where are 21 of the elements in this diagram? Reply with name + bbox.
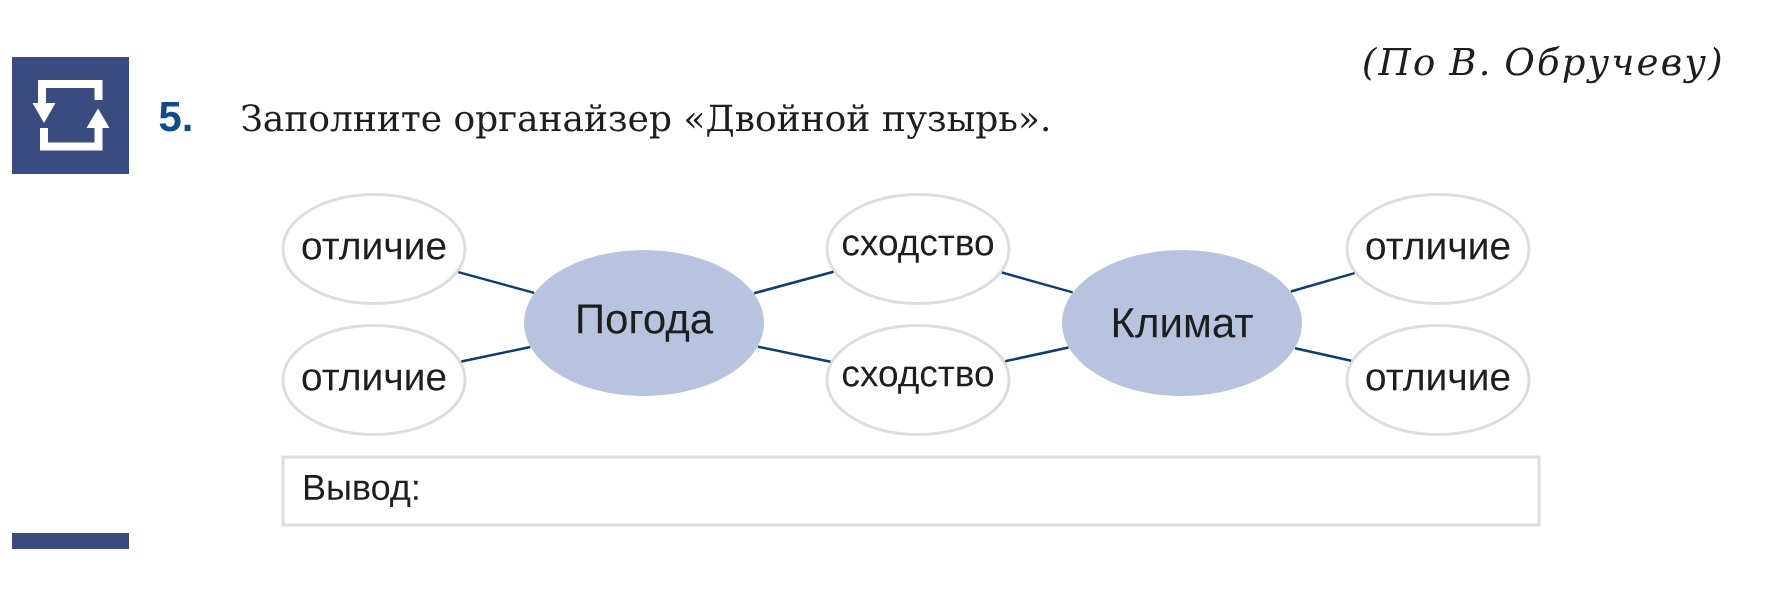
connector-line <box>1294 346 1352 362</box>
connector-line <box>757 345 831 364</box>
instruction-text: Заполните органайзер «Двойной пузырь». <box>242 104 1048 139</box>
central-bubble: Климат <box>1062 250 1302 396</box>
bubble: сходство <box>825 324 1011 436</box>
connector-line <box>1001 271 1073 294</box>
bubble: отличие <box>1345 193 1531 305</box>
bubble: сходство <box>825 193 1011 305</box>
connector-line <box>1290 271 1355 293</box>
bubble: отличие <box>281 193 467 305</box>
connector-line <box>461 345 531 363</box>
bubble: отличие <box>1345 324 1531 436</box>
bar <box>12 533 129 549</box>
answer-box: Вывод: <box>281 455 1541 527</box>
connector-line <box>1004 346 1069 363</box>
connector-line <box>457 270 535 295</box>
task-number: 5. <box>159 102 191 132</box>
connector-line <box>753 270 834 295</box>
bubble: отличие <box>281 324 467 436</box>
central-bubble: Погода <box>524 250 764 396</box>
author-note: (По В. Обручеву) <box>1364 45 1721 84</box>
